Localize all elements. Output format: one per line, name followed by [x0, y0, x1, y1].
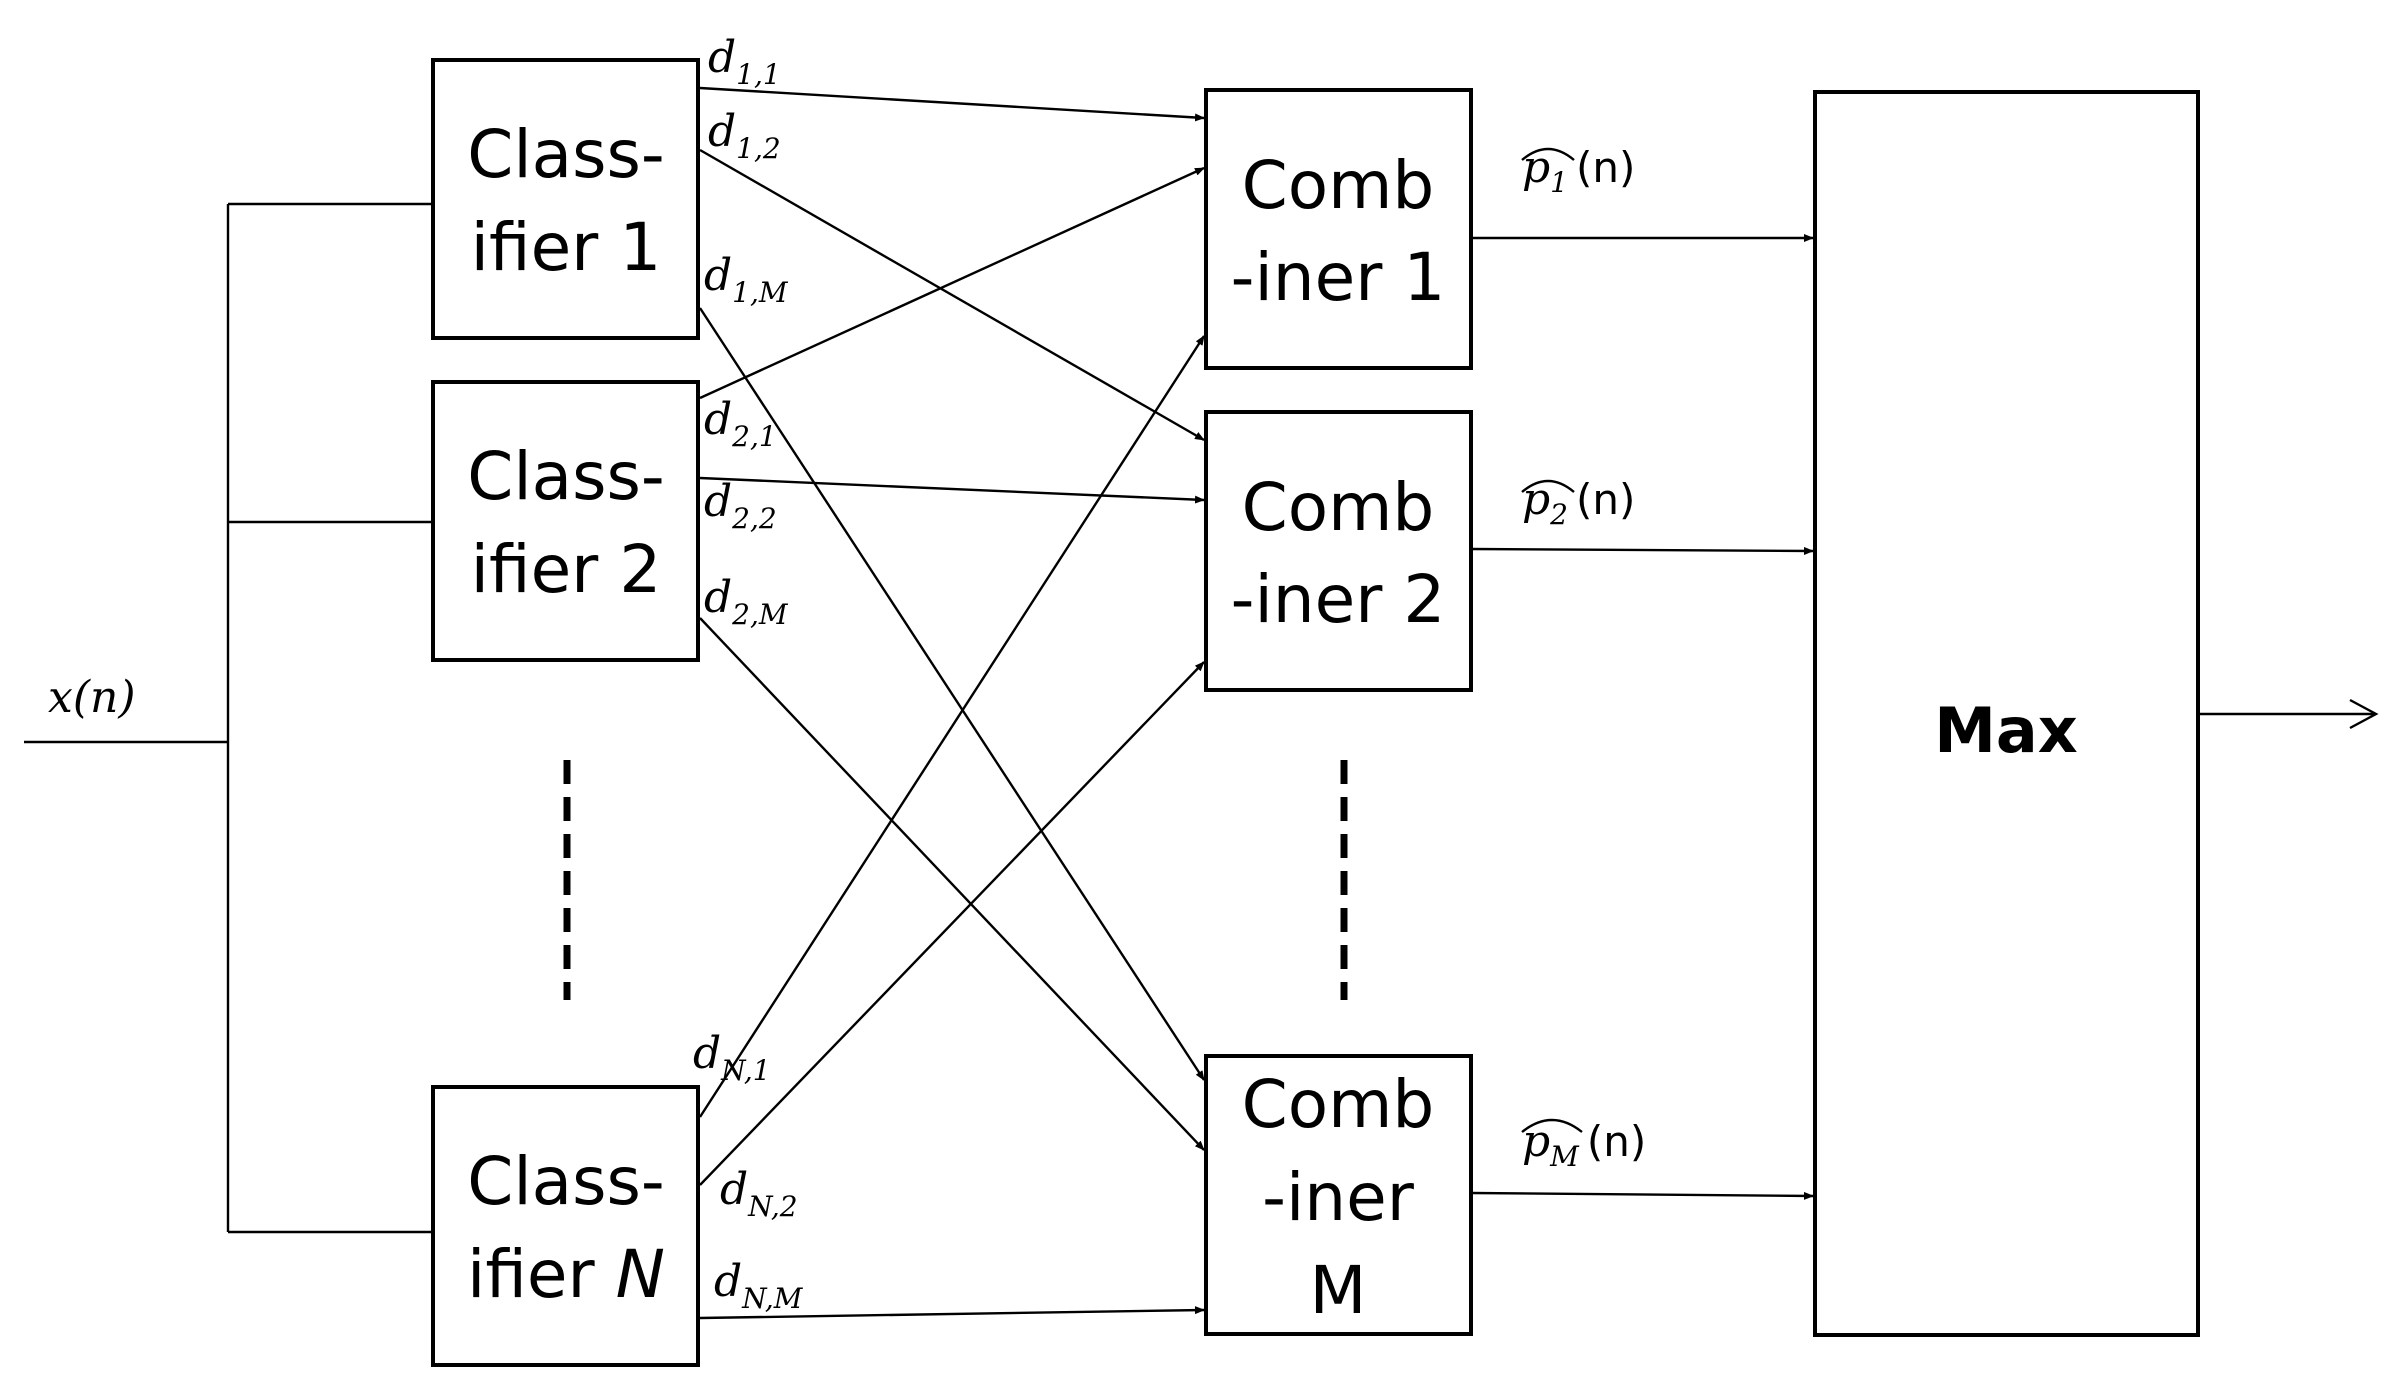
label-p-m: pM(n) — [1521, 1116, 1646, 1173]
arrow-p-m — [1470, 1191, 1814, 1200]
arrow-d-n-m — [699, 1306, 1205, 1320]
output-arrows — [1470, 234, 1814, 1200]
combiner-1-box: Comb -iner 1 — [1204, 88, 1473, 370]
arrow-d-n-1 — [698, 335, 1206, 1118]
combiner-1-line2: -iner 1 — [1231, 239, 1446, 316]
classifier-1-line1: Class- — [467, 116, 664, 193]
max-label: Max — [1934, 694, 2078, 767]
combiner-m-box: Comb -iner M — [1204, 1054, 1473, 1336]
input-label: x(n) — [48, 672, 136, 723]
classifier-2-line1: Class- — [467, 438, 664, 515]
combiner-2-box: Comb -iner 2 — [1204, 410, 1473, 692]
classifier-n-box: Class- ifier N — [431, 1085, 700, 1367]
label-d-2-m: d2,M — [704, 572, 789, 631]
combiner-m-line3: M — [1310, 1252, 1367, 1329]
combiner-2-line1: Comb — [1242, 469, 1435, 546]
arrow-d-1-2 — [699, 148, 1205, 442]
arrow-d-n-2 — [699, 661, 1205, 1186]
label-d-1-2: d1,2 — [708, 106, 781, 165]
decision-arrows — [698, 86, 1206, 1320]
combiner-m-line2: -iner — [1262, 1159, 1415, 1236]
label-p-2: p2(n) — [1521, 474, 1635, 531]
arrow-d-1-m — [698, 307, 1206, 1081]
classifier-2-box: Class- ifier 2 — [431, 380, 700, 662]
max-box: Max — [1813, 90, 2200, 1337]
label-d-1-1: d1,1 — [708, 32, 781, 91]
combiner-2-line2: -iner 2 — [1231, 561, 1446, 638]
input-signal — [24, 202, 433, 1234]
output-labels: p1(n) p2(n) pM(n) — [1521, 142, 1646, 1173]
label-d-2-2: d2,2 — [704, 476, 777, 535]
classifier-n-line2: ifier N — [467, 1236, 665, 1313]
arrow-d-2-m — [699, 617, 1205, 1151]
hat-p-m — [1521, 1118, 1583, 1133]
label-d-2-1: d2,1 — [704, 394, 777, 453]
label-d-1-m: d1,M — [704, 250, 789, 309]
svg-text:p2(n): p2(n) — [1522, 474, 1635, 531]
hat-p-2 — [1521, 479, 1575, 493]
label-d-n-1: dN,1 — [693, 1028, 771, 1087]
svg-text:p1(n): p1(n) — [1522, 142, 1635, 199]
arrow-d-2-1 — [699, 166, 1205, 400]
arrow-d-2-2 — [699, 476, 1205, 504]
arrow-p-2 — [1470, 546, 1814, 555]
arrow-d-1-1 — [699, 86, 1205, 122]
label-d-n-m: dN,M — [714, 1256, 804, 1315]
label-p-1: p1(n) — [1521, 142, 1635, 199]
classifier-1-line2: ifier 1 — [471, 209, 662, 286]
svg-text:pM(n): pM(n) — [1522, 1116, 1646, 1173]
classifier-1-box: Class- ifier 1 — [431, 58, 700, 340]
hat-p-1 — [1521, 147, 1575, 161]
final-output-arrow — [2198, 698, 2379, 730]
combiner-m-line1: Comb — [1242, 1066, 1435, 1143]
label-d-n-2: dN,2 — [720, 1164, 798, 1223]
combiner-1-line1: Comb — [1242, 147, 1435, 224]
classifier-2-line2: ifier 2 — [471, 531, 662, 608]
classifier-n-line1: Class- — [467, 1143, 664, 1220]
decision-labels: d1,1 d1,2 d1,M d2,1 d2,2 d2,M dN,1 dN,2 … — [693, 32, 804, 1315]
